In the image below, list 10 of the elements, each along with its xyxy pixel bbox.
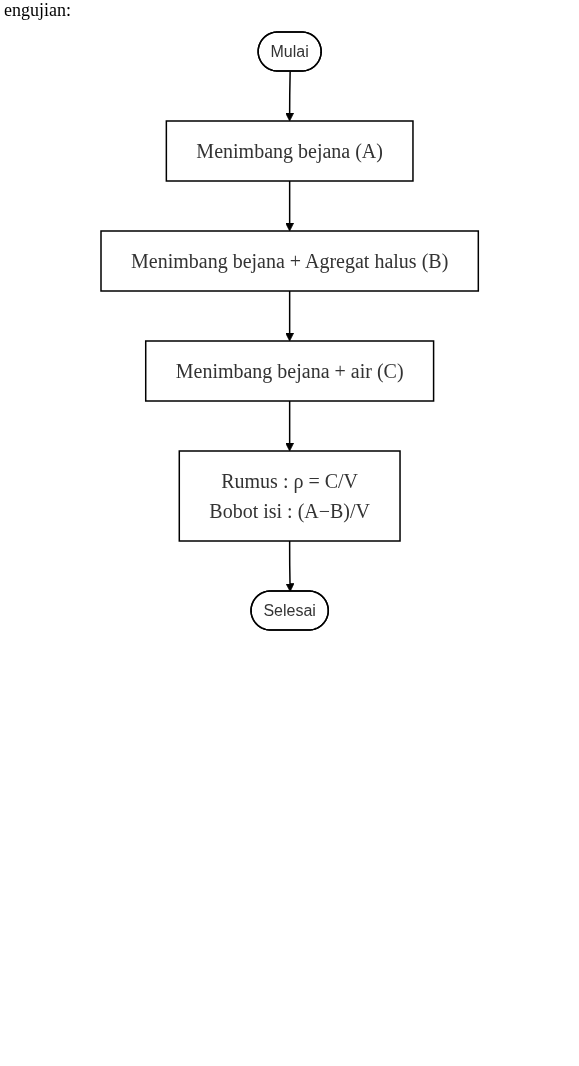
node-box: Menimbang bejana + Agregat halus (B)	[100, 230, 479, 292]
arrow	[285, 540, 295, 592]
note-text: engujian:	[4, 0, 71, 20]
node-box: Menimbang bejana (A)	[165, 120, 414, 182]
arrow	[285, 290, 294, 342]
arrow	[285, 180, 294, 232]
arrow	[285, 400, 294, 452]
arrow	[285, 70, 294, 122]
node-box: Menimbang bejana + air (C)	[144, 340, 435, 402]
node-box: Rumus : ρ = C/V Bobot isi : (A−B)/V	[178, 450, 401, 542]
